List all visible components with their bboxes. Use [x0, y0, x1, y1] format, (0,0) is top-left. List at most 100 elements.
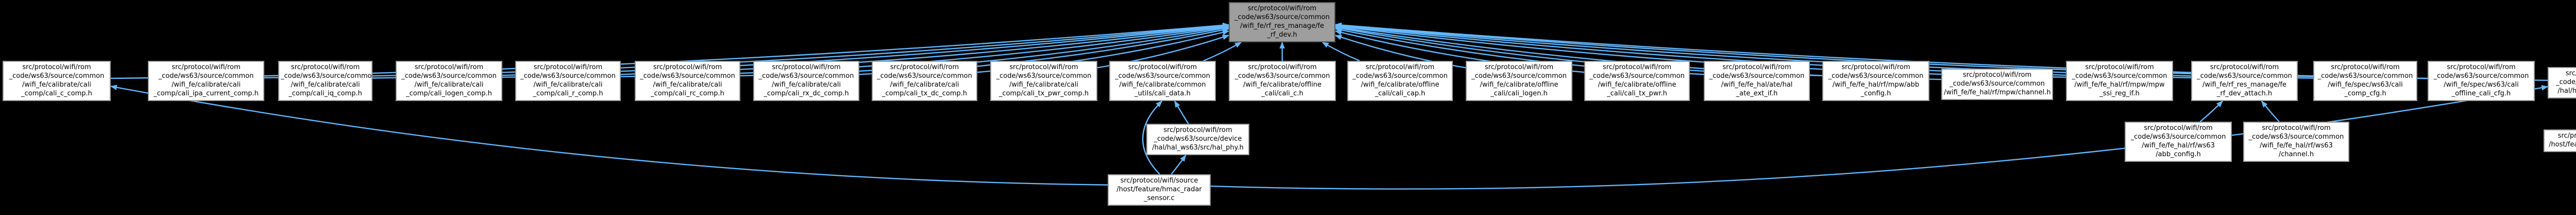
node-label-line: src/protocol/wifi/rom — [1365, 63, 1435, 71]
node-label-line: _code/ws63/source/common — [1234, 13, 1330, 21]
edge-cali_data-to-fe_rf_dev — [1203, 41, 1242, 62]
node-label-line: _rf_dev_attach.h — [2216, 90, 2273, 97]
node-label-line: _comp_cfg.h — [2344, 90, 2386, 97]
node-label-line: src/protocol/wifi/rom — [890, 63, 959, 71]
graph-node-hal-ate-ext-if[interactable]: src/protocol/wifi/rom_code/ws63/source/c… — [1704, 61, 1810, 101]
node-label-line: /wifi_fe/calibrate/cali — [172, 81, 241, 89]
node-label-line: _comp/cali_c_comp.h — [21, 90, 92, 97]
node-label-line: src/protocol/wifi/rom — [2447, 63, 2516, 71]
node-label-line: _cali/cali_cap.h — [1375, 90, 1426, 97]
node-label-line: _code/ws63/source/common — [1709, 72, 1805, 80]
node-label-line: /wifi_fe/fe_hal/rf/mpw/mpw — [2074, 81, 2165, 89]
node-label-line: _code/ws63/source/common — [1828, 72, 1924, 80]
node-label-line: src/protocol/wifi/rom — [1722, 63, 1791, 71]
node-label-line: _code/ws63/source/common — [1589, 72, 1685, 80]
graph-node-cali-cap[interactable]: src/protocol/wifi/rom_code/ws63/source/c… — [1347, 61, 1453, 101]
graph-node-channel-mpw[interactable]: src/protocol/wifi/rom_code/ws63/source/c… — [1941, 69, 2053, 100]
graph-node-cali-tx-pwr-comp[interactable]: src/protocol/wifi/rom_code/ws63/source/c… — [990, 61, 1097, 101]
node-label-line: /wifi_fe/spec/ws63/cali — [2444, 81, 2519, 89]
node-label-line: src/protocol/wifi/rom — [172, 63, 241, 71]
node-label-line: /wifi_fe/rf_res_manage/fe — [1240, 22, 1325, 30]
node-label-line: _code/ws63/source/common — [2248, 133, 2344, 141]
node-label-line: src/protocol/wifi/rom — [2144, 124, 2213, 132]
node-label-line: src/protocol/wifi/source — [2557, 132, 2576, 140]
graph-node-fe-rf-dev[interactable]: src/protocol/wifi/rom_code/ws63/source/c… — [1229, 2, 1335, 42]
graph-node-cali-tx-dc-comp[interactable]: src/protocol/wifi/rom_code/ws63/source/c… — [872, 61, 977, 101]
graph-node-cali-c-comp[interactable]: src/protocol/wifi/rom_code/ws63/source/c… — [3, 61, 111, 101]
graph-node-cali-iq-comp[interactable]: src/protocol/wifi/rom_code/ws63/source/c… — [278, 61, 372, 101]
graph-node-channel-ws63[interactable]: src/protocol/wifi/rom_code/ws63/source/c… — [2243, 122, 2349, 162]
graph-node-cali-rx-dc-comp[interactable]: src/protocol/wifi/rom_code/ws63/source/c… — [753, 61, 859, 101]
node-label-line: _code/ws63/source/common — [158, 72, 254, 80]
node-label-line: _code/ws63/source/common — [758, 72, 854, 80]
graph-node-cali-rc-comp[interactable]: src/protocol/wifi/rom_code/ws63/source/c… — [635, 61, 740, 101]
node-label-line: _ate_ext_if.h — [1736, 90, 1778, 97]
edge-hmac_radar_sensor-to-cali_c_comp — [110, 85, 1108, 186]
node-label-line: _cali/cali_c.h — [1261, 90, 1303, 97]
graph-node-hmac-btcoex[interactable]: src/protocol/wifi/source/host/feature/hm… — [2544, 129, 2576, 152]
graph-node-mpw-ssi-reg-if[interactable]: src/protocol/wifi/rom_code/ws63/source/c… — [2066, 61, 2173, 101]
node-label-line: /hal/hal_ws63/src/hal_rf.h — [2557, 87, 2576, 95]
node-label-line: _code/ws63/source/common — [640, 72, 735, 80]
node-label-line: /wifi_fe/calibrate/cali — [414, 81, 484, 89]
graph-node-cali-tx-pwr[interactable]: src/protocol/wifi/rom_code/ws63/source/c… — [1584, 61, 1690, 101]
node-label-line: src/protocol/wifi/rom — [1009, 63, 1078, 71]
graph-node-cali-logen-comp[interactable]: src/protocol/wifi/rom_code/ws63/source/c… — [396, 61, 502, 101]
node-label-line: _code/ws63/source/common — [2317, 72, 2413, 80]
node-label-line: src/protocol/wifi/rom — [1841, 63, 1910, 71]
node-label-line: src/protocol/wifi/rom — [414, 63, 484, 71]
node-label-line: src/protocol/wifi/rom — [1962, 71, 2032, 79]
node-label-line: _code/ws63/source/device — [1154, 135, 1242, 143]
node-label-line: _comp/cali_tx_dc_comp.h — [882, 90, 968, 97]
node-label-line: /abb_config.h — [2156, 151, 2201, 158]
node-label-line: /wifi_fe/calibrate/cali — [533, 81, 603, 89]
node-label-line: _cali/cali_tx_pwr.h — [1607, 90, 1667, 97]
node-label-line: _comp/cali_rc_comp.h — [651, 90, 724, 97]
node-label-line: /wifi_fe/calibrate/offline — [1243, 81, 1321, 89]
graph-node-cali-offline-cali-cfg[interactable]: src/protocol/wifi/rom_code/ws63/source/c… — [2428, 61, 2535, 101]
node-label-line: _comp/cali_logen_comp.h — [406, 90, 492, 97]
node-label-line: /wifi_fe/fe_hal/ate/hal — [1721, 81, 1793, 89]
graph-node-cali-logen[interactable]: src/protocol/wifi/rom_code/ws63/source/c… — [1466, 61, 1572, 101]
node-label-line: /wifi_fe/spec/ws63/cali — [2328, 81, 2403, 89]
node-label-line: src/protocol/wifi/rom — [1128, 63, 1197, 71]
node-label-line: src/protocol/wifi/source — [1120, 177, 1198, 185]
node-label-line: src/protocol/wifi/rom — [1602, 63, 1672, 71]
node-label-line: /wifi_fe/fe_hal/rf/mpw/abb — [1832, 81, 1920, 89]
node-label-line: _code/ws63/source/common — [2072, 72, 2167, 80]
node-label-line: _code/ws63/source/common — [2433, 72, 2529, 80]
graph-node-abb-config-ws63[interactable]: src/protocol/wifi/rom_code/ws63/source/c… — [2125, 122, 2232, 162]
node-label-line: _code/ws63/source/common — [1471, 72, 1567, 80]
node-label-line: _comp/cali_r_comp.h — [533, 90, 603, 97]
graph-node-hal-phy[interactable]: src/protocol/wifi/rom_code/ws63/source/d… — [1146, 124, 1249, 155]
graph-node-fe-rf-dev-attach[interactable]: src/protocol/wifi/rom_code/ws63/source/c… — [2191, 61, 2298, 101]
node-label-line: /wifi_fe/calibrate/offline — [1598, 81, 1676, 89]
node-label-line: src/protocol/wifi/rom — [22, 63, 91, 71]
node-label-line: _code/ws63/source/common — [281, 72, 372, 80]
node-label-line: _code/ws63/source/common — [1115, 72, 1210, 80]
node-label-line: _code/ws63/source/common — [1950, 80, 2045, 88]
node-label-line: _code/ws63/source/common — [877, 72, 972, 80]
edge-hmac_radar_sensor-to-hal_rf — [1210, 85, 2549, 190]
node-label-line: src/protocol/wifi/rom — [533, 63, 603, 71]
edge-channel_ws63-to-fe_rf_dev_attach — [2261, 100, 2280, 122]
edge-hmac_radar_sensor-to-hal_phy — [1171, 154, 1187, 175]
graph-node-hal-rf[interactable]: src/protocol/wifi/rom_code/ws63/source/d… — [2548, 67, 2576, 98]
graph-node-cali-comp-cfg[interactable]: src/protocol/wifi/rom_code/ws63/source/c… — [2313, 61, 2417, 101]
graph-node-cali-c[interactable]: src/protocol/wifi/rom_code/ws63/source/c… — [1229, 61, 1336, 101]
graph-node-abb-config-mpw[interactable]: src/protocol/wifi/rom_code/ws63/source/c… — [1822, 61, 1929, 101]
graph-node-cali-r-comp[interactable]: src/protocol/wifi/rom_code/ws63/source/c… — [515, 61, 621, 101]
node-label-line: src/protocol/wifi/rom — [2262, 124, 2331, 132]
node-label-line: src/protocol/wifi/rom — [2210, 63, 2279, 71]
graph-node-cali-data[interactable]: src/protocol/wifi/rom_code/ws63/source/c… — [1109, 61, 1216, 101]
node-label-line: /wifi_fe/calibrate/cali — [772, 81, 841, 89]
node-label-line: _code/ws63/source/common — [996, 72, 1092, 80]
graph-node-cali-ipa-current-comp[interactable]: src/protocol/wifi/rom_code/ws63/source/c… — [148, 61, 264, 101]
edge-abb_config_ws63-to-fe_rf_dev_attach — [2199, 101, 2223, 122]
node-label-line: _ssi_reg_if.h — [2099, 90, 2140, 97]
node-label-line: _code/ws63/source/common — [401, 72, 497, 80]
node-label-line: _sensor.c — [1144, 194, 1175, 202]
node-label-line: _code/ws63/source/common — [1352, 72, 1448, 80]
graph-node-hmac-radar-sensor[interactable]: src/protocol/wifi/source/host/feature/hm… — [1108, 174, 1211, 206]
